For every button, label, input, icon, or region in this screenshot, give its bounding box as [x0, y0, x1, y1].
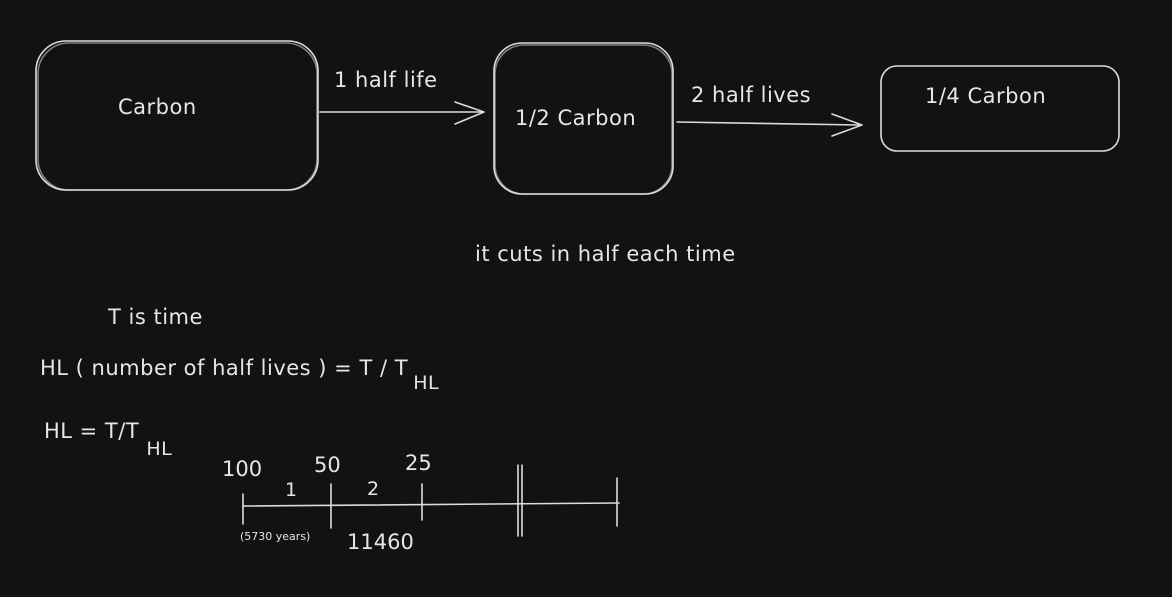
carbon-label: Carbon [118, 95, 197, 119]
timeline-segment-2: 2 [367, 478, 380, 500]
t-is-time-note: T is time [108, 305, 203, 329]
cuts-in-half-note: it cuts in half each time [475, 242, 736, 266]
hl-definition: HL ( number of half lives ) = T / T HL [40, 356, 441, 393]
quarter-carbon-box[interactable] [880, 65, 1120, 152]
timeline-value-11460: 11460 [347, 530, 414, 554]
two-half-lives-label: 2 half lives [691, 83, 812, 107]
hl-formula: HL = T/T HL [44, 419, 172, 459]
hl-definition-text: HL ( number of half lives ) = T / T [40, 356, 409, 380]
timeline-label-25: 25 [405, 451, 432, 475]
timeline-label-50: 50 [314, 453, 341, 477]
hl-formula-text: HL = T/T [44, 419, 140, 443]
half-carbon-label: 1/2 Carbon [515, 106, 637, 130]
timeline-segment-1: 1 [285, 479, 298, 501]
hl-formula-subscript: HL [146, 438, 173, 460]
arrow-1-head [454, 101, 485, 125]
arrow-2-head [831, 113, 863, 137]
carbon-box-sketch-line [37, 42, 318, 191]
one-half-life-label: 1 half life [334, 68, 438, 92]
timeline-years-note: (5730 years) [240, 530, 311, 543]
quarter-carbon-label: 1/4 Carbon [925, 84, 1047, 108]
timeline-axis [242, 502, 620, 507]
half-carbon-box-sketch-line [494, 44, 673, 195]
hl-definition-subscript: HL [413, 372, 440, 394]
arrow-2-shaft [676, 121, 861, 126]
timeline-label-100: 100 [222, 457, 263, 481]
